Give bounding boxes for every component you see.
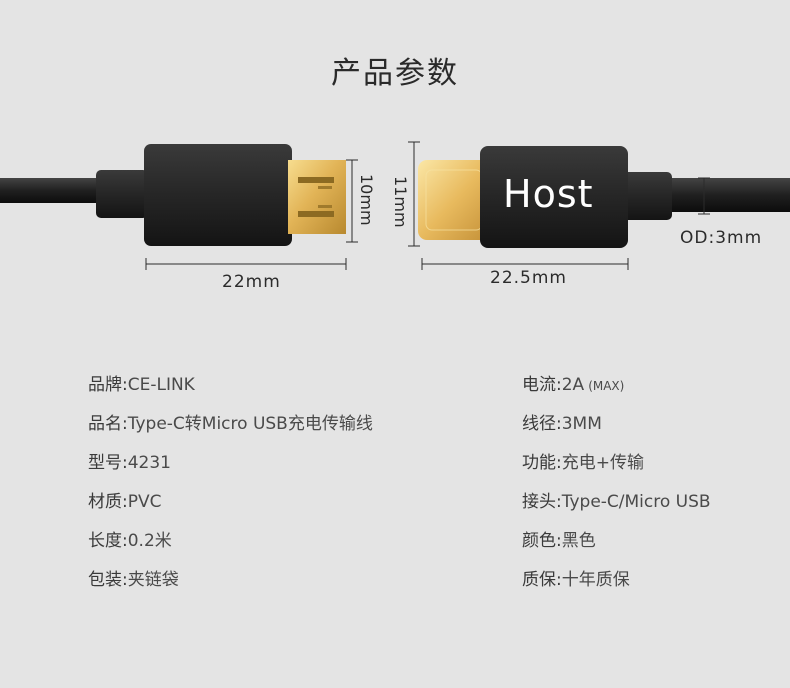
spec-brand: 品牌:CE-LINK [88,375,195,395]
type-c-connector [418,146,790,248]
typec-width-label: 22.5mm [490,268,567,288]
spec-wire-gauge: 线径:3MM [522,414,602,434]
spec-material: 材质:PVC [88,492,162,512]
host-label: Host [503,172,594,216]
spec-function: 功能:充电+传输 [522,453,644,473]
micro-width-label: 22mm [222,272,281,292]
micro-usb-connector [0,144,346,246]
typec-dimension-lines [408,141,710,270]
typec-height-label: 11mm [391,176,410,228]
spec-current: 电流:2A(MAX) [522,375,625,395]
spec-color: 颜色:黑色 [522,531,596,551]
spec-length: 长度:0.2米 [88,531,172,551]
micro-height-label: 10mm [357,174,376,226]
micro-dimension-lines [145,159,358,270]
spec-packaging: 包装:夹链袋 [88,570,179,590]
od-label: OD:3mm [680,228,763,248]
spec-warranty: 质保:十年质保 [522,570,630,590]
cable-diagram [0,141,790,270]
spec-connector: 接头:Type-C/Micro USB [522,492,711,512]
spec-product-name: 品名:Type-C转Micro USB充电传输线 [88,414,373,434]
page-title: 产品参数 [331,56,459,91]
spec-model: 型号:4231 [88,453,171,473]
